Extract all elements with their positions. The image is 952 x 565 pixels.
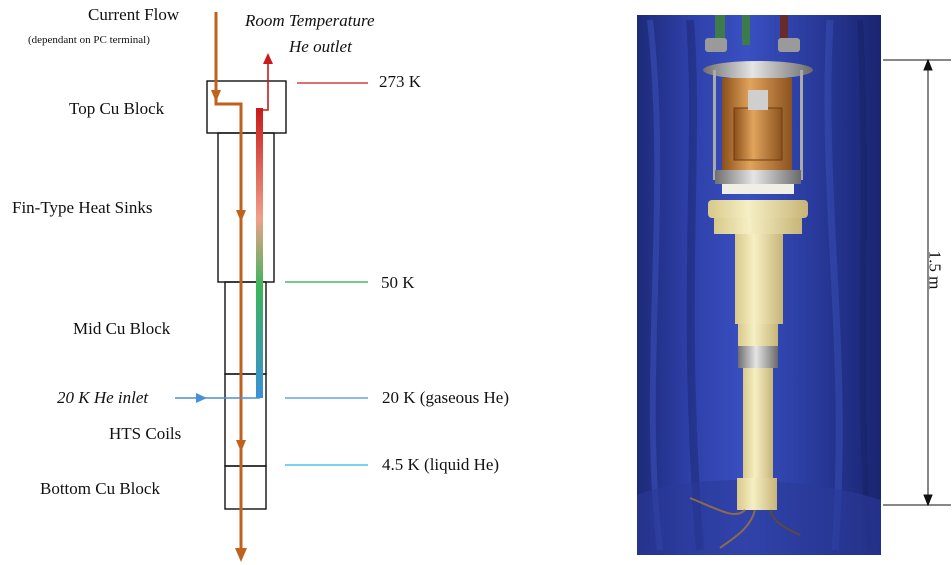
he-inlet-label: 20 K He inlet — [57, 388, 149, 407]
mid-cu-block-label: Mid Cu Block — [73, 319, 171, 338]
room-temp-label: Room Temperature — [245, 11, 375, 30]
fin-heat-sinks — [217, 132, 275, 283]
top-cu-block — [206, 80, 287, 134]
he-inlet-arrow — [175, 392, 260, 403]
current-flow-path — [211, 12, 247, 562]
temp-273k-label: 273 K — [379, 72, 422, 91]
he-outlet-arrow — [259, 53, 273, 111]
height-dimension — [883, 58, 951, 507]
top-cu-block-label: Top Cu Block — [69, 99, 165, 118]
temp-50k-label: 50 K — [381, 273, 415, 292]
temp-4-5k-label: 4.5 K (liquid He) — [382, 455, 500, 474]
helium-temperature-path — [256, 108, 263, 398]
bottom-cu-block — [224, 465, 267, 510]
temp-20k-label: 20 K (gaseous He) — [382, 388, 509, 407]
block-outlines — [206, 80, 287, 510]
hts-coils-label: HTS Coils — [109, 424, 182, 443]
current-flow-note: (dependant on PC terminal) — [28, 34, 150, 46]
height-dimension-label: 1.5 m — [925, 250, 945, 290]
fin-heat-sinks-label: Fin-Type Heat Sinks — [12, 198, 153, 217]
bottom-cu-block-label: Bottom Cu Block — [40, 479, 160, 498]
current-flow-label: Current Flow — [88, 5, 180, 24]
he-outlet-label: He outlet — [289, 37, 352, 56]
current-lead-photo — [637, 15, 881, 555]
